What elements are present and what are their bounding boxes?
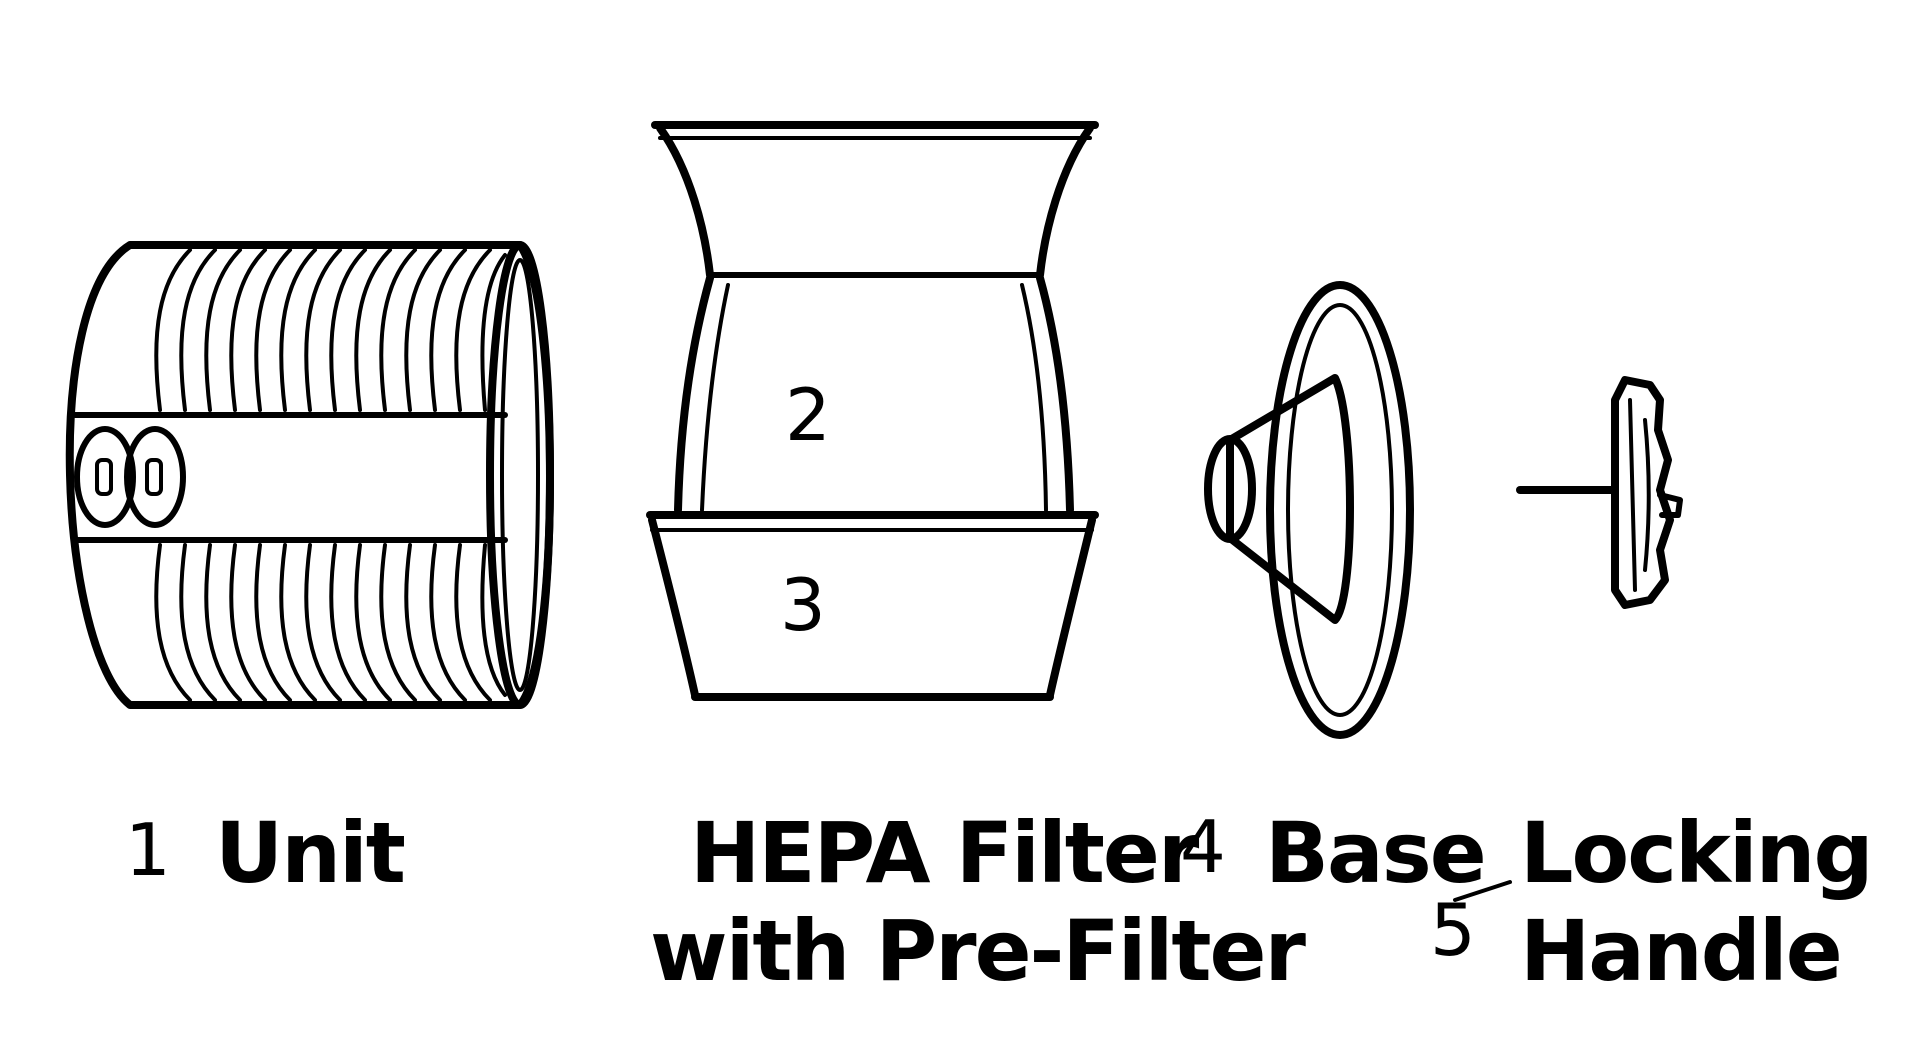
part-number-2: 2 [785, 373, 831, 457]
part-number-1: 1 [125, 808, 171, 892]
unit-drawing [65, 241, 554, 709]
unit-label: Unit [215, 804, 405, 902]
part-5-leader-line [1453, 880, 1512, 902]
handle-label-line1: Locking [1520, 804, 1872, 902]
filter-label-line2: with Pre-Filter [650, 902, 1307, 1000]
locking-handle-drawing [1516, 376, 1683, 609]
handle-label-line2: Handle [1520, 902, 1841, 1000]
part-number-4: 4 [1180, 805, 1226, 889]
filter-label-line1: HEPA Filter [690, 804, 1200, 902]
hepa-filter-drawing [646, 121, 1099, 701]
part-number-5: 5 [1430, 888, 1476, 972]
base-drawing [1204, 281, 1414, 739]
part-number-3: 3 [780, 563, 826, 647]
base-label: Base [1265, 804, 1485, 902]
